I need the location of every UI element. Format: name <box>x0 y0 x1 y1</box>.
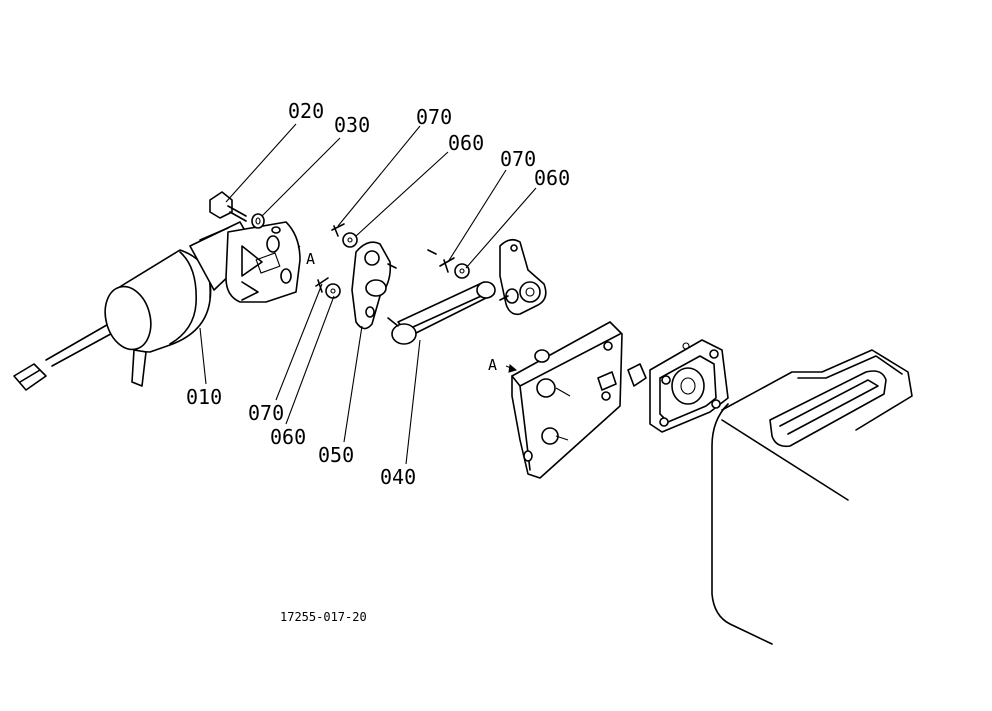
callout-050: 050 <box>318 443 354 467</box>
leader-lines <box>199 123 537 465</box>
drawing-number: 17255-017-20 <box>280 610 367 624</box>
wire-connector <box>13 363 47 391</box>
pin-070-lower <box>315 277 329 293</box>
callout-020: 020 <box>288 99 324 123</box>
leader-070-c <box>275 283 323 401</box>
callout-010: 010 <box>186 385 222 409</box>
governor-lever <box>499 238 547 316</box>
leader-010 <box>199 327 207 385</box>
leader-070-a <box>337 125 421 227</box>
leader-030 <box>261 137 341 217</box>
mounting-plate <box>511 321 623 479</box>
callout-070: 070 <box>416 105 452 129</box>
washer-060-upper <box>342 232 358 248</box>
stop-solenoid <box>13 221 301 391</box>
bolt-020 <box>209 191 247 222</box>
washer-030 <box>251 213 265 229</box>
leader-020 <box>225 123 297 203</box>
leader-060-b <box>465 187 537 269</box>
washer-060-right <box>454 263 470 279</box>
callout-060: 060 <box>534 166 570 190</box>
washer-060-lower <box>325 283 341 299</box>
callout-070: 070 <box>248 401 284 425</box>
callout-060: 060 <box>270 425 306 449</box>
callout-070: 070 <box>500 147 536 171</box>
callout-030: 030 <box>334 113 370 137</box>
cover-gasket <box>627 339 729 433</box>
reference-a-solenoid: A <box>306 250 315 268</box>
pin-070-upper <box>331 223 345 237</box>
rod-040 <box>387 281 496 345</box>
leader-040 <box>405 339 421 465</box>
reference-a-plate: A <box>488 356 497 374</box>
pin-070-right <box>439 257 455 273</box>
lever-050 <box>351 241 397 330</box>
leader-070-b <box>447 169 507 263</box>
leader-050 <box>343 325 363 443</box>
engine-housing <box>711 349 913 645</box>
callout-060: 060 <box>448 131 484 155</box>
leader-060-a <box>355 151 449 237</box>
leader-060-c <box>285 295 335 425</box>
callout-040: 040 <box>380 465 416 489</box>
